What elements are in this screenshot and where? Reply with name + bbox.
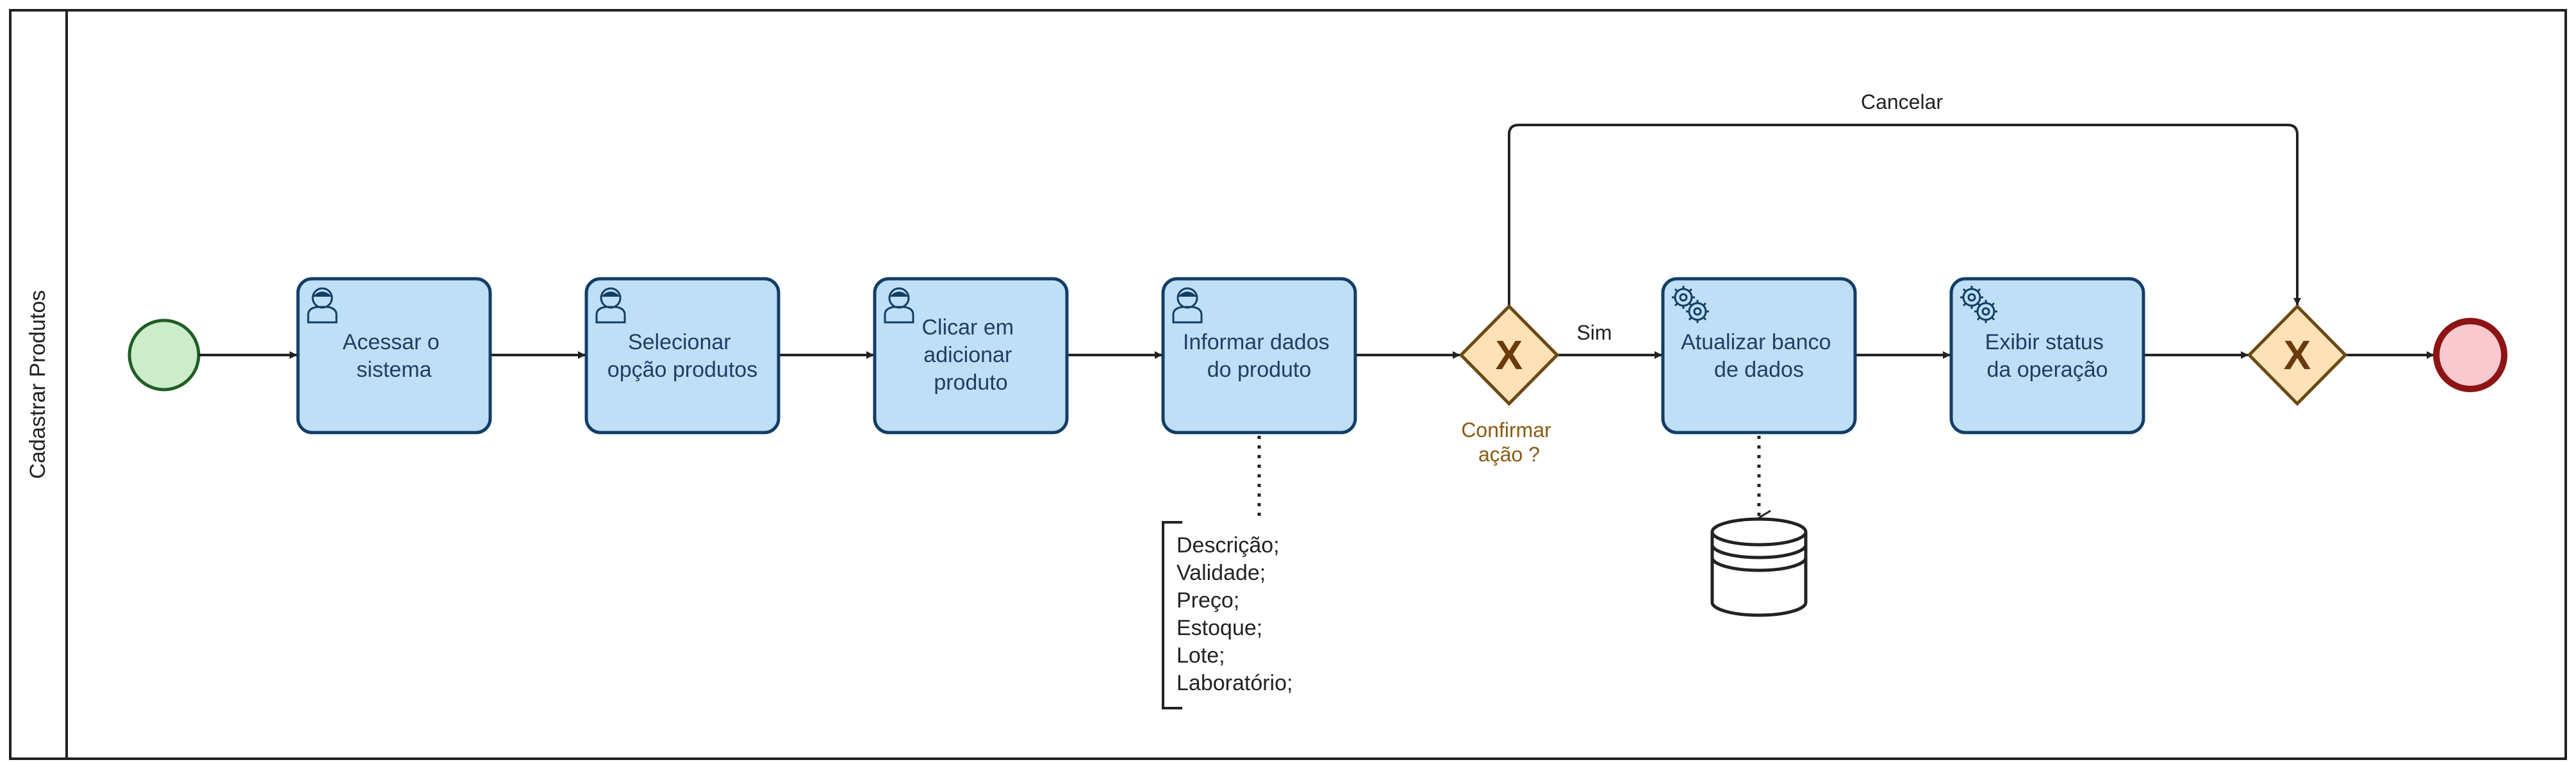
task-selecionar-opcao: Selecionar opção produtos <box>584 277 780 434</box>
user-icon <box>1172 287 1203 324</box>
task-4-line-2: do produto <box>1207 358 1312 382</box>
task-6-line-1: Exibir status <box>1985 330 2104 354</box>
database-icon <box>1710 517 1808 617</box>
svg-text:Confirmar ação ?: Confirmar ação ? <box>1461 418 1556 466</box>
yes-flow-label: Sim <box>1576 321 1612 344</box>
svg-text:Informar dados do produt: Informar dados do produto <box>1183 330 1335 382</box>
svg-text:Atualizar banco de dados: Atualizar banco de dados <box>1681 330 1837 382</box>
task-clicar-adicionar: Clicar em adicionar produto <box>873 277 1069 434</box>
task-5-line-2: de dados <box>1714 358 1804 382</box>
task-3-line-1: Clicar em <box>921 315 1014 340</box>
task-4-line-1: Informar dados <box>1183 330 1330 354</box>
task-exibir-status: Exibir status da operação <box>1949 277 2145 434</box>
svg-text:Acessar o sistema: Acessar o sistema <box>343 330 446 382</box>
decision-gateway: X <box>1458 304 1560 406</box>
task-1-line-1: Acessar o <box>343 330 440 354</box>
task-acessar-sistema: Acessar o sistema <box>296 277 492 434</box>
svg-text:Exibir status da operaçã: Exibir status da operação <box>1985 330 2110 382</box>
task-3-line-3: produto <box>934 370 1007 395</box>
end-event <box>2433 318 2507 392</box>
merge-gateway-x-icon: X <box>2284 332 2311 378</box>
merge-gateway: X <box>2247 304 2348 406</box>
task-1-line-2: sistema <box>356 358 431 382</box>
gateway-question-line-1: Confirmar <box>1461 418 1551 442</box>
gears-icon <box>1960 286 1997 323</box>
task-2-line-2: opção produtos <box>607 358 757 382</box>
task-6-line-2: da operação <box>1986 358 2108 382</box>
user-icon <box>884 287 914 324</box>
annotation-line-1: Descrição; <box>1177 533 1280 558</box>
svg-text:Clicar em adicionar: Clicar em adicionar produto <box>921 315 1020 395</box>
annotation-line-2: Validade; <box>1177 561 1266 585</box>
gateway-question-line-2: ação ? <box>1478 443 1540 466</box>
annotation-line-3: Preço; <box>1177 588 1239 613</box>
task-informar-dados: Informar dados do produto <box>1161 277 1357 434</box>
task-2-line-1: Selecionar <box>628 330 731 354</box>
svg-text:Descrição; Validade; P: Descrição; Validade; Preço; Estoque; Lot… <box>1177 533 1292 695</box>
start-event <box>128 318 201 392</box>
annotation-line-4: Estoque; <box>1177 616 1262 640</box>
cancel-flow-label: Cancelar <box>1861 90 1943 113</box>
lane-label: Cadastrar Produtos <box>26 290 50 479</box>
annotation-line-5: Lote; <box>1177 643 1225 668</box>
svg-text:Selecionar opção produto: Selecionar opção produtos <box>607 330 757 382</box>
annotation-bracket <box>1162 521 1182 709</box>
annotation-line-6: Laboratório; <box>1177 671 1292 695</box>
user-icon <box>595 287 626 324</box>
cancel-flow <box>1508 124 2301 308</box>
user-icon <box>307 287 338 324</box>
gateway-x-icon: X <box>1496 332 1523 378</box>
task-5-line-1: Atualizar banco <box>1681 330 1831 354</box>
task-3-line-2: adicionar <box>923 343 1012 367</box>
gears-icon <box>1672 286 1709 323</box>
task-atualizar-banco: Atualizar banco de dados <box>1661 277 1857 434</box>
